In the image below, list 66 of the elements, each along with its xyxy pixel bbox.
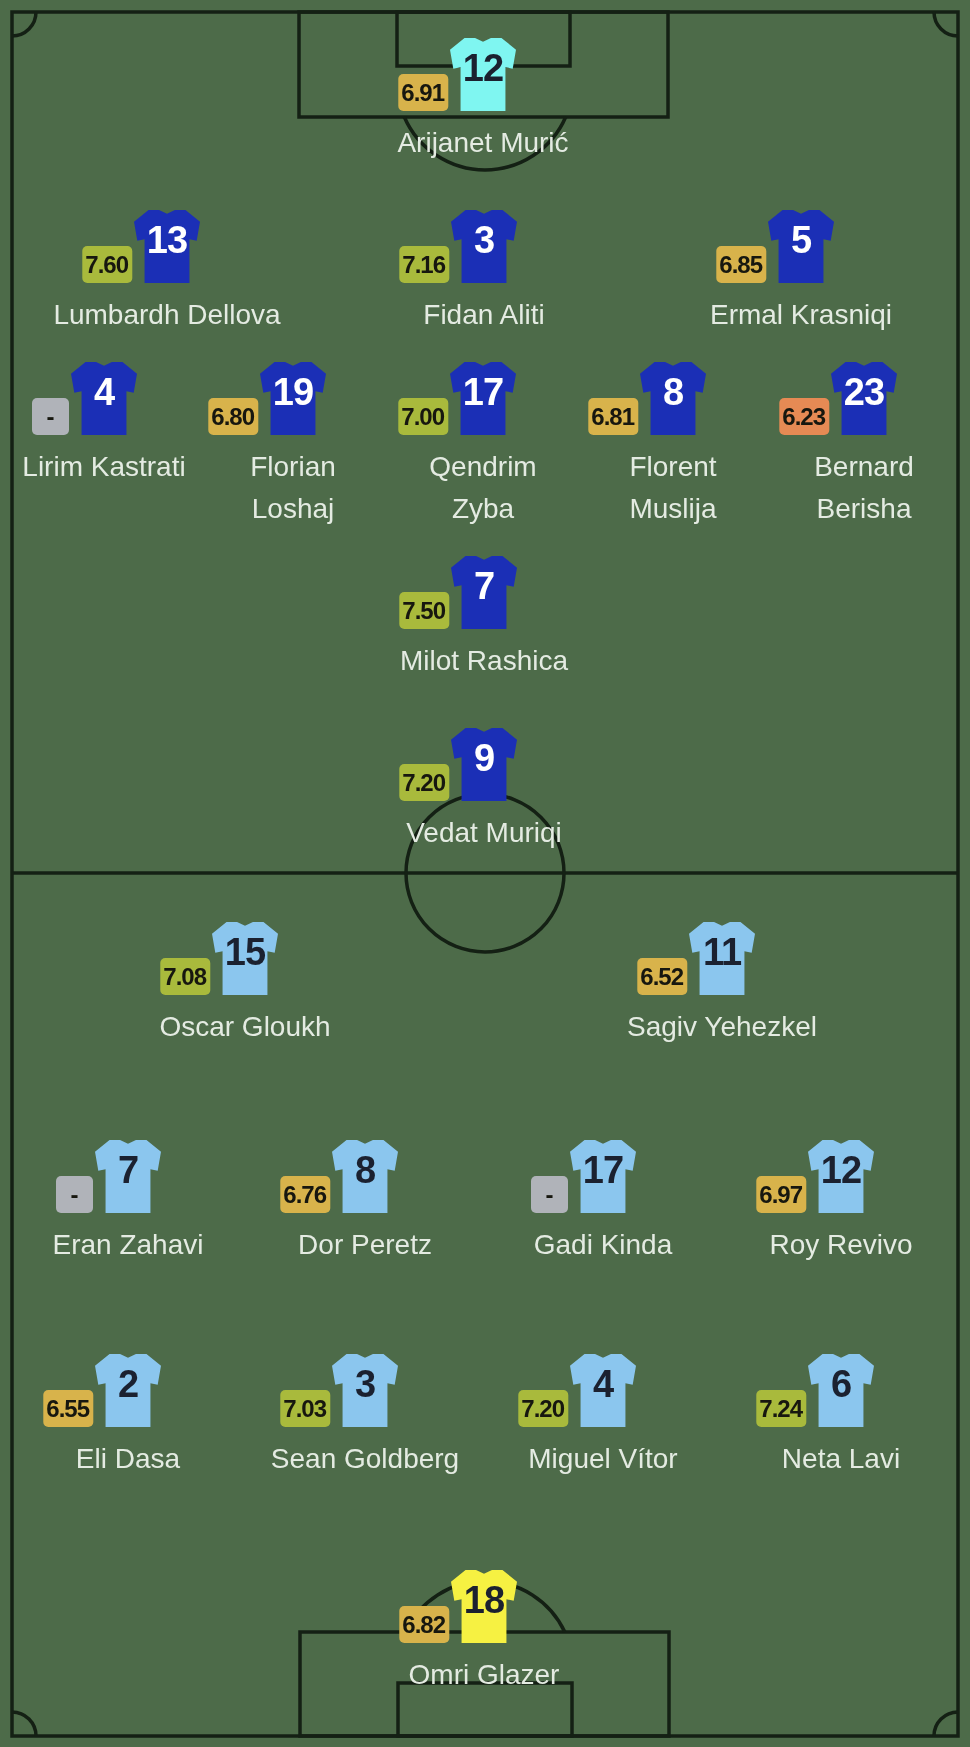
player-name: Sagiv Yehezkel [627,1010,817,1044]
player-name: Florent Muslija [629,450,717,526]
player-name: Milot Rashica [399,644,569,678]
rating-badge: 7.60 [82,246,132,283]
jersey: 6 [808,1354,874,1427]
jersey: 8 [332,1140,398,1213]
jersey: 15 [212,922,278,995]
player-name: Bernard Berisha [814,450,914,526]
player-name: Miguel Vítor [528,1442,678,1476]
rating-badge: 7.03 [280,1390,330,1427]
player-name: Fidan Aliti [423,298,545,332]
player-name: Sean Goldberg [270,1442,460,1476]
player-name: Florian Loshaj [250,450,336,526]
player-name: Qendrim Zyba [429,450,537,526]
jersey: 8 [640,362,706,435]
rating-badge: 6.76 [280,1176,330,1213]
rating-badge: - [56,1176,93,1213]
player-name: Dor Peretz [298,1228,432,1262]
jersey: 12 [808,1140,874,1213]
rating-badge: - [32,398,69,435]
rating-badge: 7.24 [756,1390,806,1427]
rating-badge: 6.52 [637,958,687,995]
rating-badge: 7.16 [399,246,449,283]
rating-badge: 6.81 [588,398,638,435]
player-name: Eran Zahavi [52,1228,204,1262]
player-name: Neta Lavi [781,1442,901,1476]
rating-badge: 6.82 [399,1606,449,1643]
rating-badge: 6.55 [43,1390,93,1427]
rating-badge: 6.80 [208,398,258,435]
jersey: 23 [831,362,897,435]
jersey: 9 [451,728,517,801]
player-name: Ermal Krasniqi [709,298,893,332]
player-name: Vedat Muriqi [406,816,562,850]
rating-badge: 7.00 [398,398,448,435]
jersey: 17 [450,362,516,435]
jersey: 11 [689,922,755,995]
rating-badge: 6.91 [398,74,448,111]
jersey: 19 [260,362,326,435]
jersey: 3 [332,1354,398,1427]
jersey: 4 [570,1354,636,1427]
jersey: 7 [451,556,517,629]
jersey: 3 [451,210,517,283]
jersey: 4 [71,362,137,435]
rating-badge: 7.20 [518,1390,568,1427]
rating-badge: 6.23 [779,398,829,435]
player-name: Lumbardh Dellova [53,298,281,332]
jersey: 17 [570,1140,636,1213]
player-name: Lirim Kastrati [22,450,186,484]
player-name: Gadi Kinda [533,1228,673,1262]
jersey: 12 [450,38,516,111]
jersey: 7 [95,1140,161,1213]
jersey: 18 [451,1570,517,1643]
jersey: 2 [95,1354,161,1427]
player-name: Arijanet Murić [397,126,569,160]
rating-badge: - [531,1176,568,1213]
jersey: 13 [134,210,200,283]
player-name: Oscar Gloukh [159,1010,331,1044]
jersey: 5 [768,210,834,283]
rating-badge: 6.97 [756,1176,806,1213]
player-name: Eli Dasa [75,1442,181,1476]
player-name: Omri Glazer [408,1658,560,1692]
rating-badge: 7.50 [399,592,449,629]
rating-badge: 7.20 [399,764,449,801]
rating-badge: 7.08 [160,958,210,995]
player-name: Roy Revivo [769,1228,913,1262]
rating-badge: 6.85 [716,246,766,283]
